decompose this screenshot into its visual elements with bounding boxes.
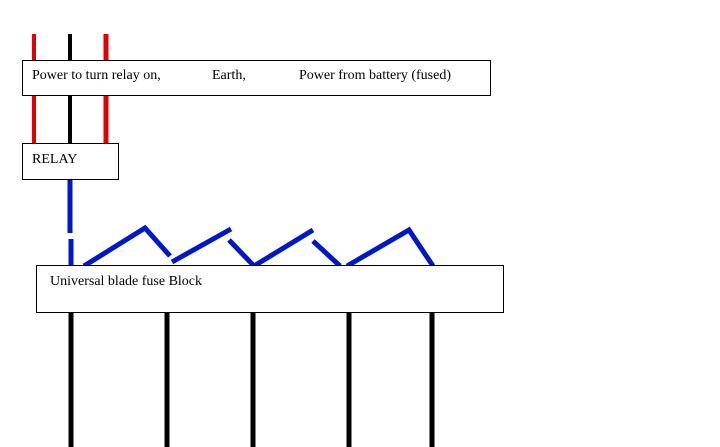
relay-on-label: Power to turn relay on, [32, 68, 161, 83]
fuse-link-wire-1 [82, 224, 172, 269]
earth-label: Earth, [212, 68, 246, 83]
relay-label: RELAY [32, 152, 77, 167]
relay-box [22, 143, 119, 180]
supply-label-box [22, 60, 491, 96]
fuse-link-wire-5 [345, 226, 436, 269]
fuse-link-wire-2 [170, 226, 233, 265]
battery-label: Power from battery (fused) [299, 68, 451, 83]
fuse-block-label: Universal blade fuse Block [50, 274, 202, 289]
fuse-block-box [36, 265, 504, 313]
fuse-link-wire-4 [311, 239, 342, 268]
fuse-link-wire-3 [227, 227, 315, 270]
